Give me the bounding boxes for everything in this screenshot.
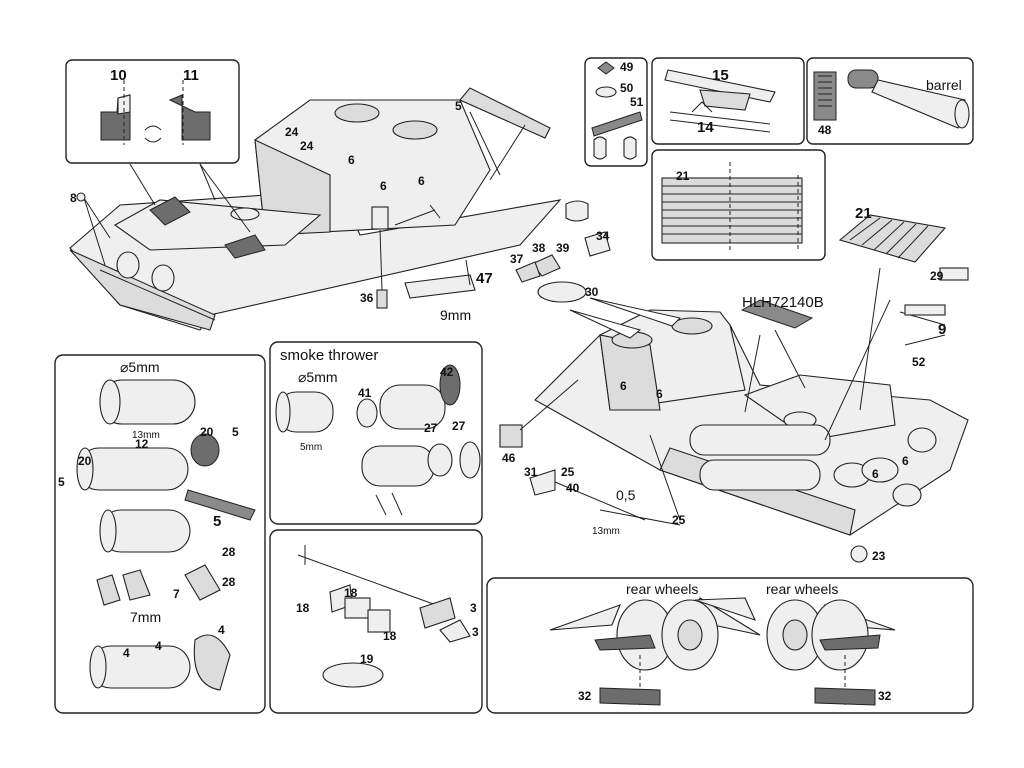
label-12: 12 bbox=[135, 437, 149, 451]
label-11: 11 bbox=[183, 67, 199, 84]
label-9: 9 bbox=[938, 321, 946, 338]
label-20: 20 bbox=[200, 425, 214, 439]
label-47: 47 bbox=[476, 270, 493, 287]
label-5: 5 bbox=[213, 513, 221, 530]
label-3: 3 bbox=[472, 625, 479, 639]
label-6: 6 bbox=[902, 454, 909, 468]
label-28: 28 bbox=[222, 575, 236, 589]
label-18: 18 bbox=[296, 601, 310, 615]
grille-21-part bbox=[838, 214, 969, 346]
label-52: 52 bbox=[912, 355, 926, 369]
label-18: 18 bbox=[344, 586, 358, 600]
barrel-label: barrel bbox=[926, 77, 962, 93]
label-42: 42 bbox=[440, 365, 454, 379]
label-4: 4 bbox=[218, 623, 225, 637]
label-18: 18 bbox=[383, 629, 397, 643]
label-6: 6 bbox=[656, 387, 663, 401]
label-6: 6 bbox=[620, 379, 627, 393]
label-27: 27 bbox=[424, 421, 438, 435]
inset-parts-10-11 bbox=[65, 59, 251, 233]
fuel-cylinder-box bbox=[54, 354, 266, 714]
part-labels: 10 11 5 24 24 6 6 6 8 36 47 9mm 49 50 51… bbox=[58, 60, 962, 703]
label-48: 48 bbox=[818, 123, 832, 137]
label-39: 39 bbox=[556, 241, 570, 255]
label-36: 36 bbox=[360, 291, 374, 305]
label-6: 6 bbox=[348, 153, 355, 167]
label-6: 6 bbox=[418, 174, 425, 188]
label-14: 14 bbox=[697, 119, 714, 136]
label-32: 32 bbox=[578, 689, 592, 703]
tow-bar-box bbox=[269, 529, 483, 714]
dimension-0-5: 0,5 bbox=[616, 487, 636, 503]
label-4: 4 bbox=[155, 639, 162, 653]
label-21: 21 bbox=[855, 205, 872, 222]
label-37: 37 bbox=[510, 252, 524, 266]
label-40: 40 bbox=[566, 481, 580, 495]
rear-wheels-left-title: rear wheels bbox=[626, 581, 698, 597]
label-30: 30 bbox=[585, 285, 599, 299]
label-24: 24 bbox=[285, 125, 299, 139]
label-10: 10 bbox=[110, 67, 127, 84]
inset-barrel-48 bbox=[806, 57, 974, 145]
label-15: 15 bbox=[712, 67, 729, 84]
label-5: 5 bbox=[232, 425, 239, 439]
label-38: 38 bbox=[532, 241, 546, 255]
smoke-diameter: ⌀5mm bbox=[298, 369, 338, 385]
inset-49-51 bbox=[584, 57, 648, 167]
label-19: 19 bbox=[360, 652, 374, 666]
label-41: 41 bbox=[358, 386, 372, 400]
label-21: 21 bbox=[676, 169, 690, 183]
label-20: 20 bbox=[78, 454, 92, 468]
label-51: 51 bbox=[630, 95, 644, 109]
label-4: 4 bbox=[123, 646, 130, 660]
label-49: 49 bbox=[620, 60, 634, 74]
main-hull-assembly bbox=[499, 267, 969, 563]
label-32: 32 bbox=[878, 689, 892, 703]
etch-code-label: HLH72140B bbox=[742, 294, 824, 311]
dimension-7mm: 7mm bbox=[130, 609, 161, 625]
label-28: 28 bbox=[222, 545, 236, 559]
label-29: 29 bbox=[930, 269, 944, 283]
label-3: 3 bbox=[470, 601, 477, 615]
label-50: 50 bbox=[620, 81, 634, 95]
cylinder-length: 13mm bbox=[132, 430, 160, 441]
label-31: 31 bbox=[524, 465, 538, 479]
label-8: 8 bbox=[70, 191, 77, 205]
upper-hull-assembly bbox=[69, 87, 562, 331]
label-25: 25 bbox=[672, 513, 686, 527]
label-34: 34 bbox=[596, 229, 610, 243]
rear-wheels-right-title: rear wheels bbox=[766, 581, 838, 597]
smoke-thrower-box bbox=[269, 341, 483, 525]
label-5: 5 bbox=[455, 99, 462, 113]
hatch-parts-34-39 bbox=[515, 200, 611, 303]
dimension-9mm: 9mm bbox=[440, 307, 471, 323]
smoke-length: 5mm bbox=[300, 442, 322, 453]
smoke-thrower-title: smoke thrower bbox=[280, 347, 378, 364]
label-6: 6 bbox=[380, 179, 387, 193]
rear-wheels-box bbox=[486, 577, 974, 714]
label-25: 25 bbox=[561, 465, 575, 479]
cylinder-diameter: ⌀5mm bbox=[120, 359, 160, 375]
label-23: 23 bbox=[872, 549, 886, 563]
inset-grille-21 bbox=[651, 149, 826, 261]
label-7: 7 bbox=[173, 587, 180, 601]
label-27: 27 bbox=[452, 419, 466, 433]
label-5: 5 bbox=[58, 475, 65, 489]
label-24: 24 bbox=[300, 139, 314, 153]
label-46: 46 bbox=[502, 451, 516, 465]
inset-14-15 bbox=[651, 57, 805, 145]
dimension-13mm: 13mm bbox=[592, 526, 620, 537]
label-6: 6 bbox=[872, 467, 879, 481]
